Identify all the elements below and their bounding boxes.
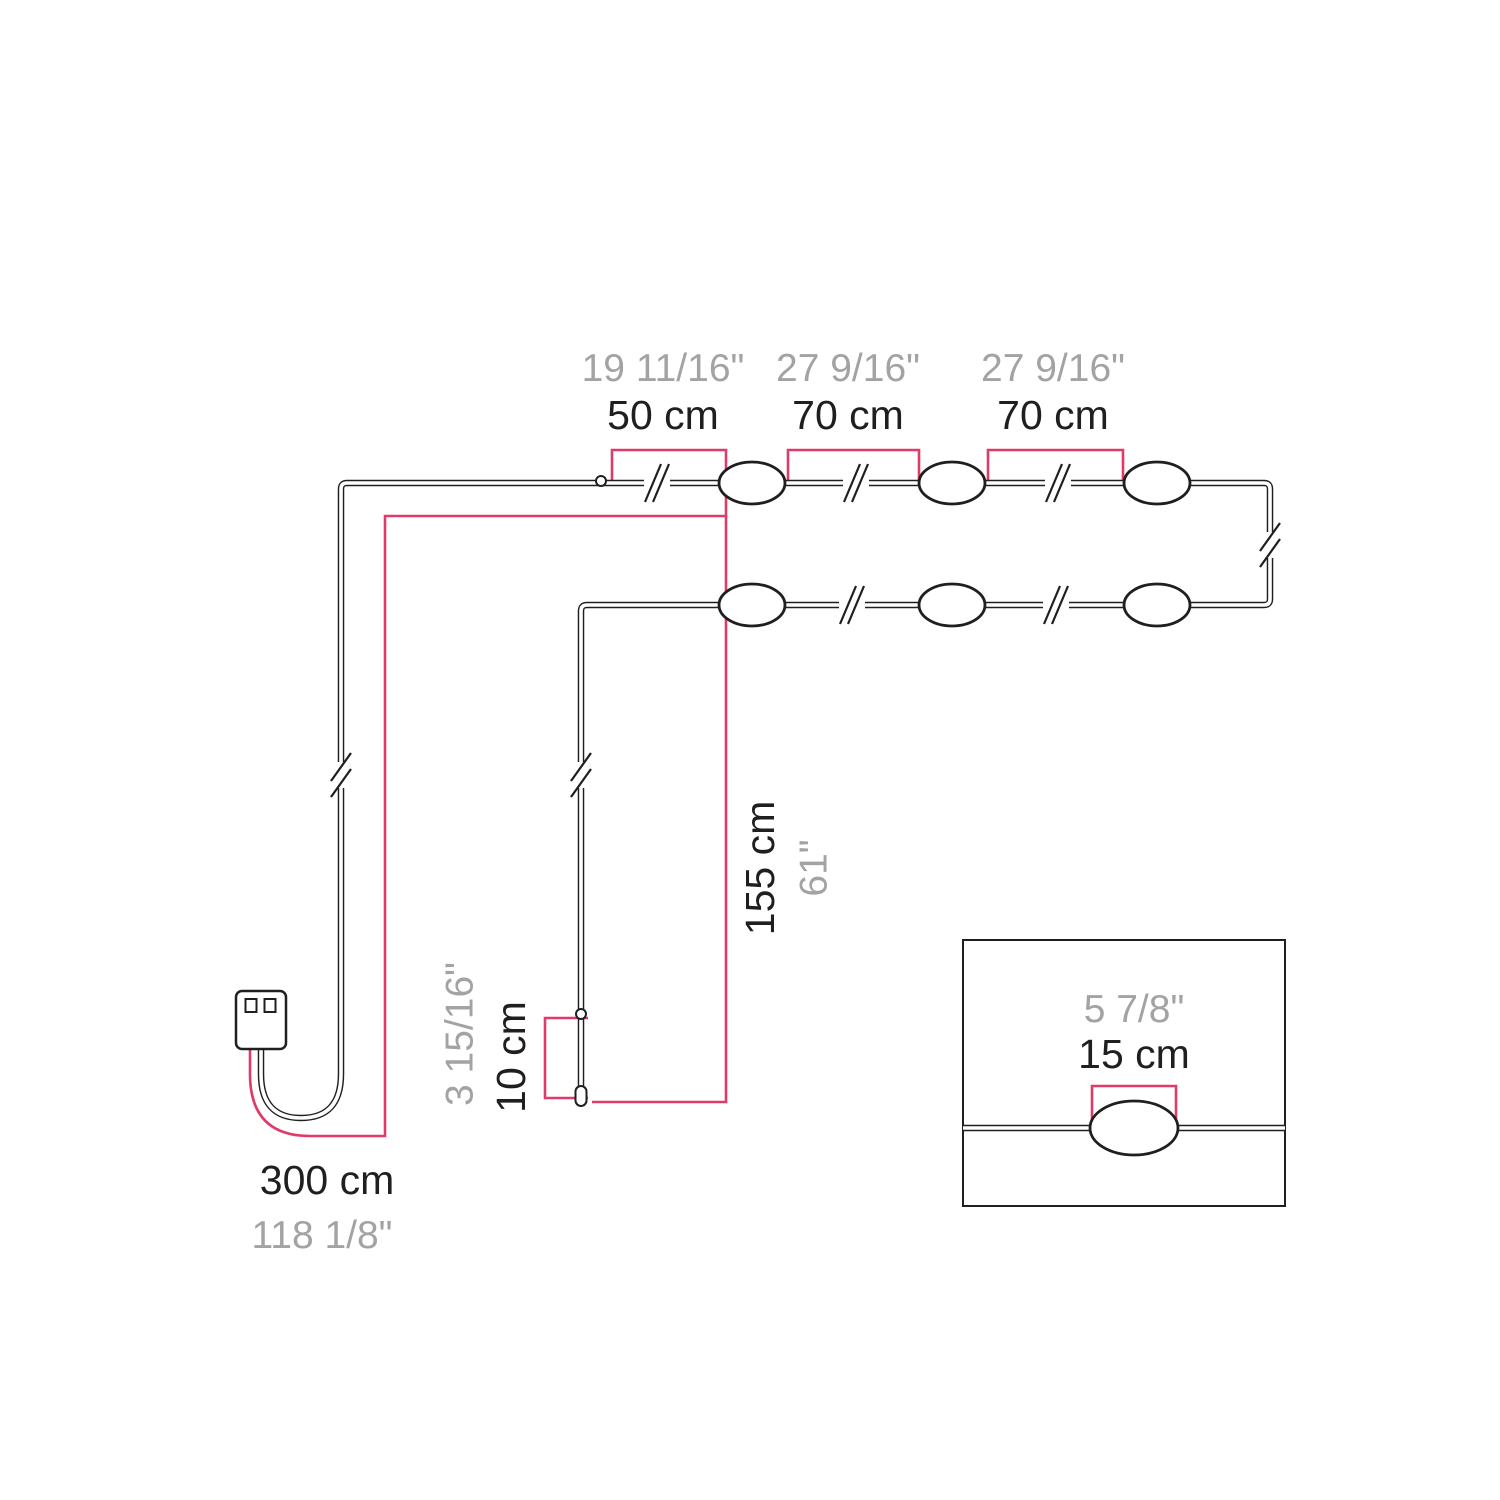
plug-hole-left	[244, 998, 258, 1013]
fixing-hook-icon	[575, 1008, 587, 1020]
dimension-label-70cm-a-imperial: 27 9/16"	[776, 347, 920, 390]
dimension-label-300cm-imperial: 118 1/8"	[251, 1214, 392, 1257]
detail-inset-frame	[962, 939, 1286, 1207]
cable-end-cap	[574, 1085, 588, 1107]
power-plug-icon	[234, 989, 288, 1051]
dimension-label-70cm-a-metric: 70 cm	[792, 392, 904, 438]
bulb-oval	[1122, 460, 1192, 506]
dimension-label-70cm-b-metric: 70 cm	[997, 392, 1109, 438]
cable-break-icon	[1041, 584, 1071, 626]
dimension-label-10cm-imperial: 3 15/16"	[439, 962, 482, 1106]
bulb-oval	[717, 582, 787, 628]
dimension-label-155cm-imperial: 61"	[793, 839, 836, 896]
dimension-label-300cm-metric: 300 cm	[260, 1157, 394, 1203]
dimension-label-10cm-metric: 10 cm	[488, 1001, 534, 1113]
dimension-bracket-10cm	[543, 1016, 588, 1100]
detail-inset	[962, 939, 1286, 1207]
cable-core	[259, 481, 1272, 1120]
cable-break-icon	[837, 584, 867, 626]
dimension-route-300cm-155cm	[248, 514, 728, 1138]
dimension-label-155cm-metric: 155 cm	[737, 801, 783, 935]
cable-break-icon	[841, 462, 871, 504]
fixing-hook-icon	[595, 475, 607, 487]
plug-body	[234, 989, 288, 1051]
dimension-label-50cm-metric: 50 cm	[607, 392, 719, 438]
bulb-oval-detail	[1088, 1099, 1180, 1157]
bulb-oval	[1122, 582, 1192, 628]
cable-break-icon	[642, 462, 672, 504]
dimension-bracket-15cm	[1090, 1084, 1178, 1126]
plug-hole-right	[263, 998, 277, 1013]
dimension-label-15cm-imperial: 5 7/8"	[1084, 988, 1185, 1031]
bulb-oval	[917, 460, 987, 506]
dimension-label-70cm-b-imperial: 27 9/16"	[981, 347, 1125, 390]
bulb-oval	[917, 582, 987, 628]
dimension-label-50cm-imperial: 19 11/16"	[582, 347, 745, 390]
bulb-oval	[717, 460, 787, 506]
dimension-label-15cm-metric: 15 cm	[1078, 1031, 1190, 1077]
cable-break-icon	[1043, 462, 1073, 504]
dimension-bracket-70cm-b	[986, 448, 1125, 482]
dimension-bracket-70cm-a	[786, 448, 921, 482]
